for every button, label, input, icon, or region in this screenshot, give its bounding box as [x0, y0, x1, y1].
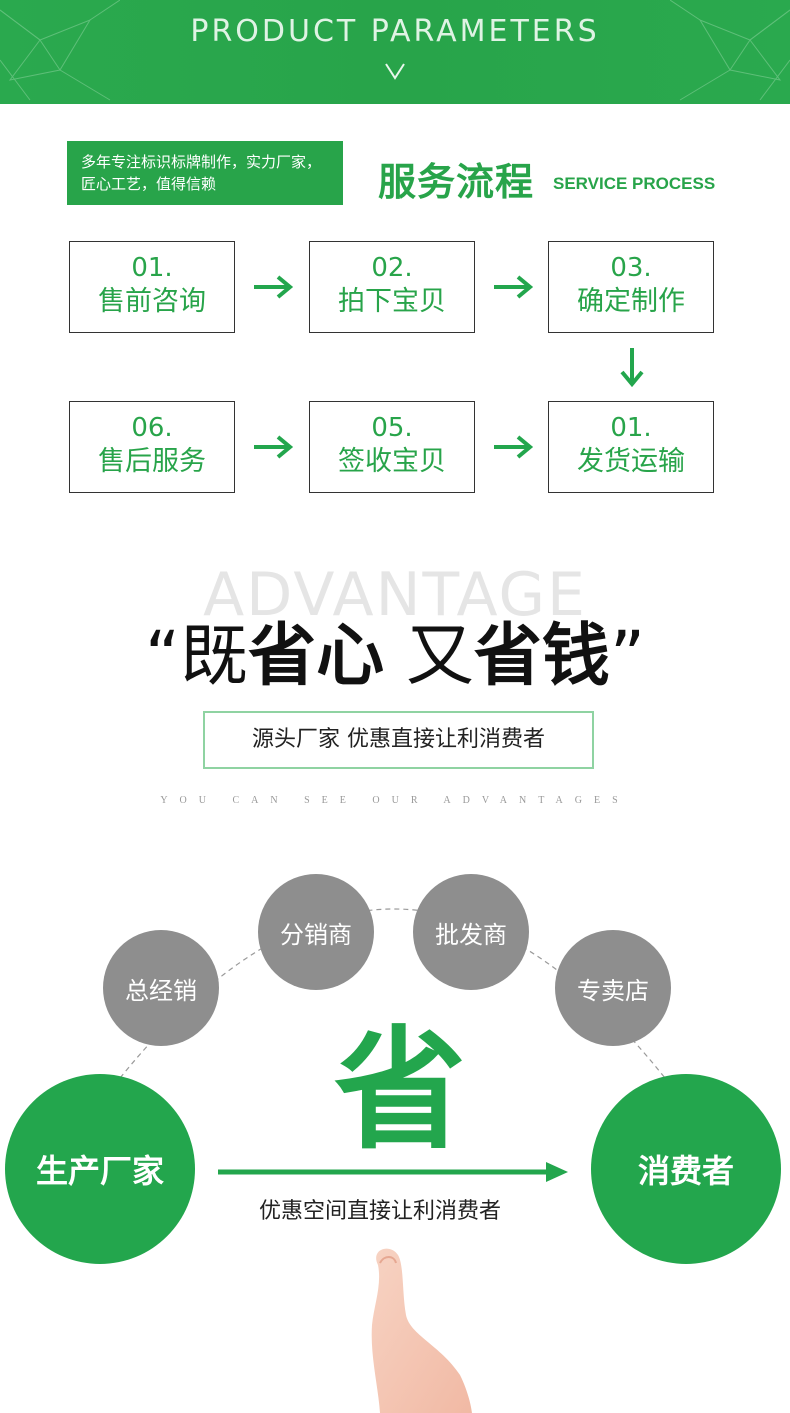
step-number: 01. [131, 253, 173, 283]
save-character: 省 [334, 1014, 466, 1168]
slogan-word: 既 [180, 617, 249, 696]
service-subtitle: SERVICE PROCESS [553, 174, 716, 193]
step-order: 02. 拍下宝贝 [309, 241, 475, 333]
flow-text: 优惠空间直接让利消费者 [258, 1199, 501, 1224]
arrow-right-icon [254, 275, 294, 299]
consumer-circle: 消费者 [591, 1074, 781, 1264]
step-label: 发货运输 [577, 446, 685, 477]
slogan-word: 省心 [248, 617, 385, 696]
polygon-decoration-right [670, 0, 790, 101]
slogan-word: 省钱 [473, 617, 610, 696]
step-number: 03. [610, 253, 652, 283]
arrow-right-icon [494, 275, 534, 299]
quote-open: “ [144, 617, 181, 696]
service-title: 服务流程 [378, 160, 535, 204]
step-shipping: 01. 发货运输 [548, 401, 714, 493]
middleman-wholesaler: 批发商 [413, 874, 529, 990]
quote-close: ” [609, 617, 646, 696]
middleman-general-distributor: 总经销 [103, 930, 219, 1046]
arrow-right-icon [494, 435, 534, 459]
advantage-caption: YOU CAN SEE OUR ADVANTAGES [160, 795, 630, 806]
step-number: 05. [371, 413, 413, 443]
slogan: “既省心 又省钱” [0, 600, 790, 699]
step-receive: 05. 签收宝贝 [309, 401, 475, 493]
step-label: 售前咨询 [98, 286, 206, 317]
middleman-distributor: 分销商 [258, 874, 374, 990]
step-after-sales: 06. 售后服务 [69, 401, 235, 493]
flow-arrow-icon [218, 1162, 568, 1182]
header-title: PRODUCT PARAMETERS [190, 14, 600, 49]
arrow-right-icon [254, 435, 294, 459]
step-label: 签收宝贝 [338, 446, 446, 477]
producer-circle: 生产厂家 [5, 1074, 195, 1264]
thumbs-up-icon [371, 1248, 472, 1413]
arrow-down-icon [620, 348, 644, 388]
slogan-box: 源头厂家 优惠直接让利消费者 [203, 711, 594, 769]
step-label: 确定制作 [577, 286, 685, 317]
header-banner: PRODUCT PARAMETERS [0, 0, 790, 104]
chevron-down-icon [385, 63, 405, 80]
step-label: 拍下宝贝 [338, 286, 446, 317]
step-consult: 01. 售前咨询 [69, 241, 235, 333]
step-number: 06. [131, 413, 173, 443]
intro-box: 多年专注标识标牌制作，实力厂家，匠心工艺，值得信赖 [67, 141, 343, 205]
step-produce: 03. 确定制作 [548, 241, 714, 333]
step-number: 01. [610, 413, 652, 443]
middleman-store: 专卖店 [555, 930, 671, 1046]
polygon-decoration-left [0, 0, 120, 101]
slogan-word: 又 [405, 617, 474, 696]
step-number: 02. [371, 253, 413, 283]
step-label: 售后服务 [98, 446, 206, 477]
advantage-watermark: ADVANTAGE [203, 560, 587, 630]
